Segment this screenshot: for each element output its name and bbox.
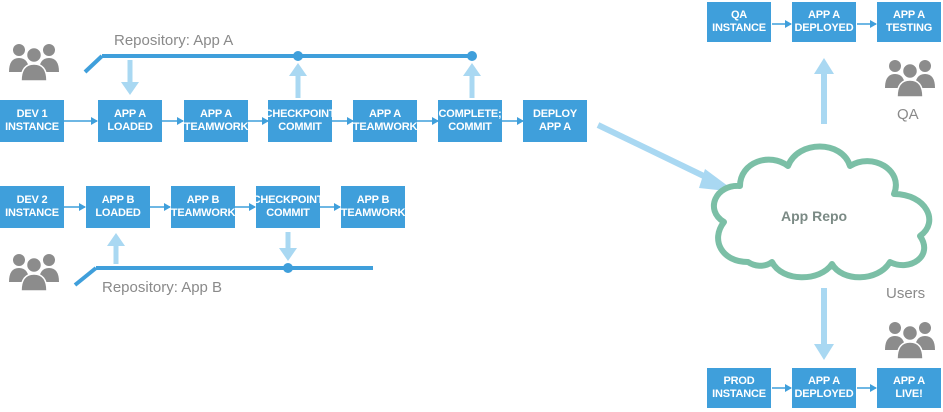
repo-b-label: Repository: App B xyxy=(102,279,223,296)
prod-box-deployed: APP A DEPLOYED xyxy=(792,368,856,408)
repo-to-prod-arrow xyxy=(814,288,834,360)
repo-b-commit-dot xyxy=(283,263,293,273)
app-repo-label: App Repo xyxy=(781,208,848,224)
dev-team-b-people-icon xyxy=(9,254,59,292)
row-b-box-teamwork-1: APP B TEAMWORK xyxy=(171,186,235,228)
qa-box-instance: QA INSTANCE xyxy=(707,2,771,42)
row-a-box-teamwork-1: APP A TEAMWORK xyxy=(184,100,248,142)
qa-box-deployed: APP A DEPLOYED xyxy=(792,2,856,42)
repo-b-line xyxy=(73,263,373,287)
repo-to-qa-arrow xyxy=(814,58,834,124)
qa-label: QA xyxy=(897,106,919,123)
app-repo-cloud xyxy=(710,143,933,281)
repo-a-arrows xyxy=(121,60,481,98)
prod-box-instance: PROD INSTANCE xyxy=(707,368,771,408)
qa-box-testing: APP A TESTING xyxy=(877,2,941,42)
users-people-icon xyxy=(885,322,935,360)
row-a-box-app-loaded: APP A LOADED xyxy=(98,100,162,142)
row-a-box-teamwork-2: APP A TEAMWORK xyxy=(353,100,417,142)
repo-a-label: Repository: App A xyxy=(114,32,234,49)
row-b-box-checkpoint-commit: CHECKPOINT COMMIT xyxy=(253,186,324,228)
repo-a-line xyxy=(83,51,477,74)
row-b-box-app-loaded: APP B LOADED xyxy=(86,186,150,228)
row-a-box-dev1-instance: DEV 1 INSTANCE xyxy=(0,100,64,142)
row-b-box-dev2-instance: DEV 2 INSTANCE xyxy=(0,186,64,228)
users-label: Users xyxy=(886,285,926,302)
qa-team-people-icon xyxy=(885,60,935,98)
repo-a-commit-dot-2 xyxy=(467,51,477,61)
row-a-box-checkpoint-commit: CHECKPOINT COMMIT xyxy=(265,100,336,142)
prod-box-live: APP A LIVE! xyxy=(877,368,941,408)
row-a-box-deploy: DEPLOY APP A xyxy=(523,100,587,142)
repo-b-arrows xyxy=(107,232,297,264)
row-b-box-teamwork-2: APP B TEAMWORK xyxy=(341,186,405,228)
dev-team-a-people-icon xyxy=(9,44,59,82)
repo-a-commit-dot-1 xyxy=(293,51,303,61)
row-a-box-complete-commit: COMPLETE; COMMIT xyxy=(438,100,502,142)
deploy-to-repo-arrow xyxy=(596,122,736,192)
